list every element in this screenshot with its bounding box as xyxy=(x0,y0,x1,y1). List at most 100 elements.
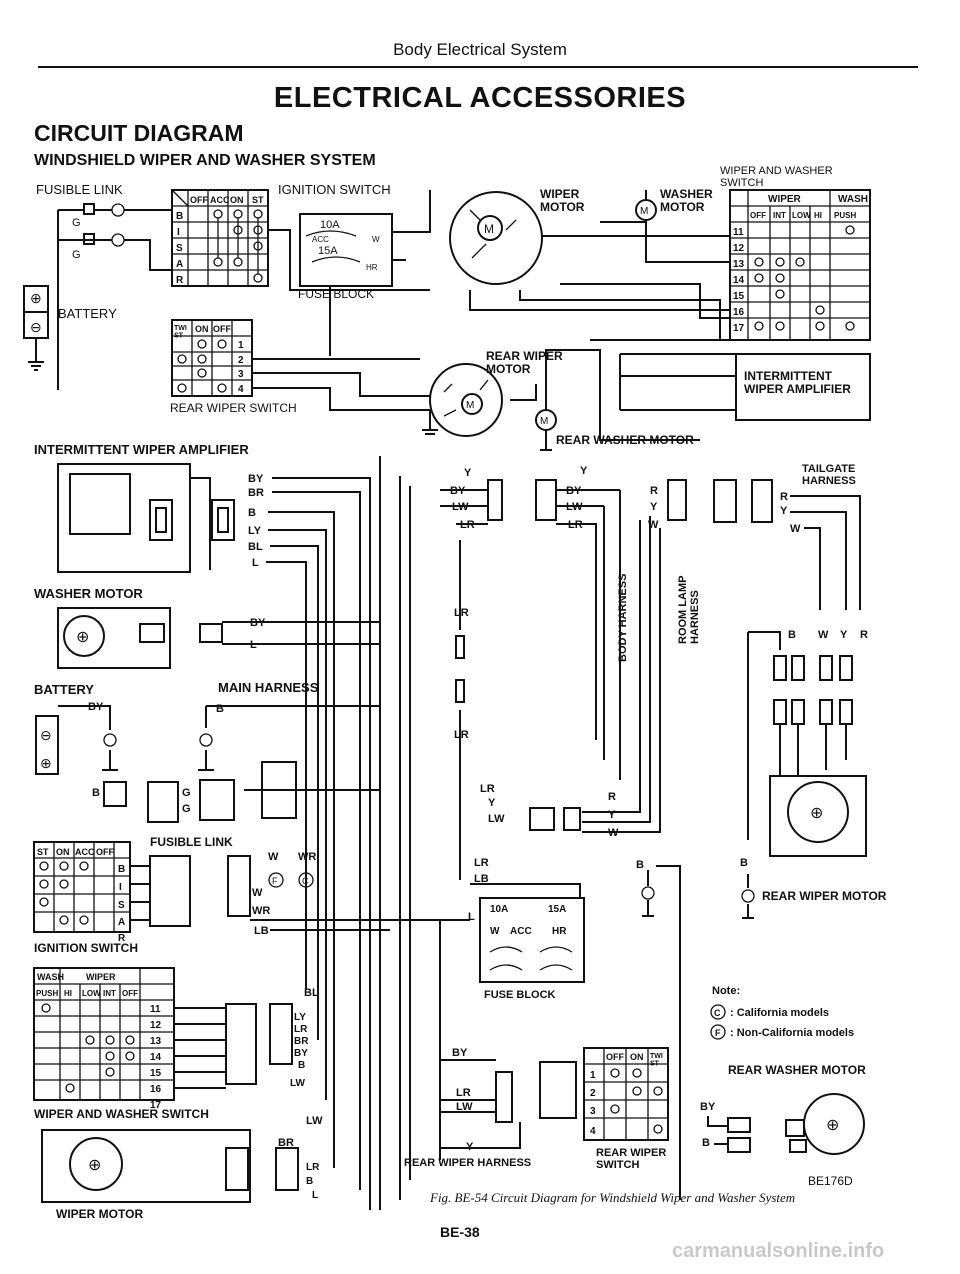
diagram-label: HI xyxy=(64,989,72,998)
terminal-circle xyxy=(199,733,213,747)
diagram-label: LR xyxy=(454,607,469,619)
diagram-label: WIPER xyxy=(540,187,580,201)
diagram-label: SWITCH xyxy=(720,177,763,189)
terminal-circle xyxy=(741,889,755,903)
diagram-label: OFF xyxy=(750,211,766,220)
right-rear-wiper-motor-label: REAR WIPER MOTOR xyxy=(762,889,887,903)
diagram-label: LB xyxy=(254,925,269,937)
diagram-label: 12 xyxy=(150,1020,162,1031)
diagram-label: HARNESS xyxy=(689,590,701,644)
diagram-label: LR xyxy=(480,783,495,795)
terminal-circle xyxy=(69,1137,123,1191)
left-ww-connector xyxy=(225,1003,257,1085)
diagram-label: B xyxy=(118,864,125,875)
top-california-mark xyxy=(111,203,125,217)
terminal-circle xyxy=(754,257,764,267)
diagram-label: ⊖ xyxy=(40,727,52,743)
top-fusible-link-label: FUSIBLE LINK xyxy=(36,182,123,197)
component-box xyxy=(139,623,165,643)
component-box xyxy=(791,655,805,681)
diagram-label: ROOM LAMP xyxy=(677,576,689,644)
top-battery-ground xyxy=(28,338,44,371)
terminal-circle xyxy=(105,1051,115,1061)
diagram-label: 10A xyxy=(320,219,340,231)
component-box xyxy=(727,1117,751,1133)
diagram-label: LR xyxy=(454,729,469,741)
wire xyxy=(790,495,861,610)
diagram-label: ⊕ xyxy=(40,755,52,771)
diagram-label: ON xyxy=(195,324,209,334)
diagram-label: Y xyxy=(488,797,496,809)
page-number: BE-38 xyxy=(440,1224,480,1240)
terminal-circle xyxy=(298,872,314,888)
left-ign-switch-label: IGNITION SWITCH xyxy=(34,941,138,955)
wire xyxy=(469,209,517,259)
diagram-label: Y xyxy=(650,501,658,513)
component-box xyxy=(819,655,833,681)
diagram-label: 14 xyxy=(150,1052,162,1063)
terminal-circle xyxy=(105,1035,115,1045)
diagram-label: 3 xyxy=(590,1106,596,1117)
diagram-label: HR xyxy=(552,926,567,937)
diagram-label: FUSE BLOCK xyxy=(298,287,374,301)
note-non-california: : Non-California models xyxy=(730,1027,854,1039)
terminal-circle xyxy=(815,305,825,315)
component-box xyxy=(103,781,127,807)
diagram-label: LW xyxy=(290,1078,306,1089)
top-rws-wires xyxy=(252,358,430,411)
component-box xyxy=(69,473,131,535)
diagram-label: 11 xyxy=(150,1004,161,1015)
diagram-label: Y xyxy=(780,505,788,517)
circuit-diagram-heading: CIRCUIT DIAGRAM xyxy=(34,120,244,146)
diagram-label: 15 xyxy=(150,1068,162,1079)
diagram-label: R xyxy=(780,491,788,503)
terminal-circle xyxy=(197,339,207,349)
diagram-label: LR xyxy=(306,1162,320,1173)
diagram-label: 11 xyxy=(733,227,744,238)
diagram-label: B xyxy=(216,703,224,715)
terminal-circle xyxy=(632,1068,642,1078)
wire xyxy=(440,489,621,780)
diagram-label: A xyxy=(118,917,125,928)
diagram-label: R xyxy=(860,629,868,641)
diagram-label: ON xyxy=(56,847,70,857)
diagram-label: 4 xyxy=(238,384,244,395)
top-rear-washer-motor: M REAR WASHER MOTOR xyxy=(510,349,700,451)
diagram-label: W xyxy=(648,519,659,531)
component-box xyxy=(455,679,465,703)
diagram-label: BY xyxy=(452,1047,468,1059)
diagram-label: LY xyxy=(294,1012,306,1023)
diagram-label: LOW xyxy=(82,989,101,998)
diagram-label: ST xyxy=(650,1061,660,1068)
wire xyxy=(198,705,380,771)
component-box xyxy=(773,655,787,681)
diagram-label: BR xyxy=(248,487,264,499)
component-box xyxy=(529,807,555,831)
terminal-circle xyxy=(653,1086,663,1096)
note-title: Note: xyxy=(712,985,740,997)
diagram-label: 17 xyxy=(733,323,745,334)
diagram-label: 4 xyxy=(590,1126,596,1137)
wire xyxy=(58,705,118,771)
wire xyxy=(510,349,700,441)
component-box xyxy=(789,1139,807,1153)
header-rule xyxy=(38,66,918,68)
diagram-label: ON xyxy=(630,1052,644,1062)
component-box xyxy=(33,967,175,1101)
diagram-label: F xyxy=(715,1028,721,1038)
diagram-label: C xyxy=(302,876,309,886)
diagram-label: W xyxy=(818,629,829,641)
diagram-label: LW xyxy=(488,813,505,825)
diagram-label: B xyxy=(92,787,100,799)
diagram-label: BY xyxy=(248,473,264,485)
diagram-label: BL xyxy=(304,987,319,999)
terminal-circle xyxy=(59,879,69,889)
main-title: ELECTRICAL ACCESSORIES xyxy=(273,82,687,114)
diagram-label: LR xyxy=(294,1024,308,1035)
diagram-label: 15A xyxy=(548,904,566,915)
